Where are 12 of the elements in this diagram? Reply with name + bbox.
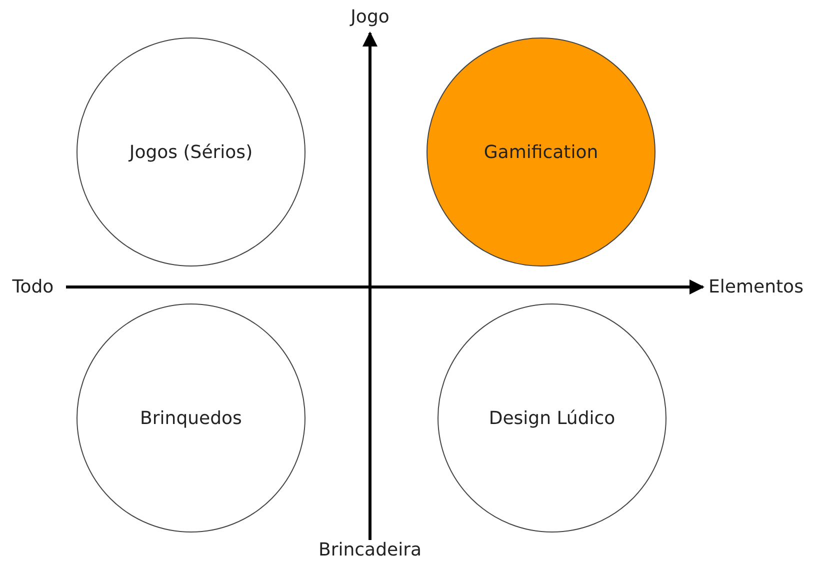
circle-node	[76, 303, 306, 533]
circle-node	[426, 37, 656, 267]
node-label: Brinquedos	[140, 408, 242, 428]
node-label: Design Lúdico	[488, 408, 616, 428]
node-label: Jogos (Sérios)	[129, 142, 253, 162]
node-label: Gamification	[484, 142, 598, 162]
axis-label: Jogo	[350, 6, 390, 28]
axis-label: Brincadeira	[318, 540, 422, 560]
circle-node	[437, 303, 667, 533]
axis-label: Elementos	[708, 276, 804, 298]
circle-node	[76, 37, 306, 267]
axis-label: Todo	[12, 276, 54, 298]
